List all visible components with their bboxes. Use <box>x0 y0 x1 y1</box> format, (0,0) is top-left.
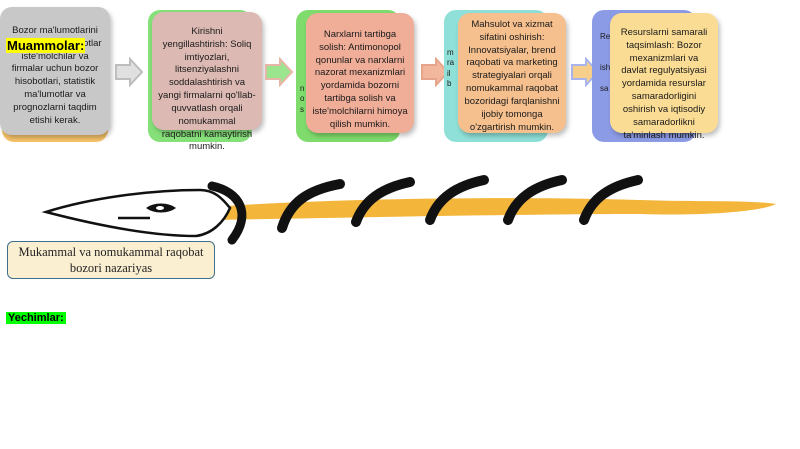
card-4-text: Mahsulot va xizmat sifatini oshirish: In… <box>464 19 560 133</box>
card-5-text: Resurslarni samarali taqsimlash: Bozor m… <box>620 27 708 141</box>
card-2: Kirishni yengillashtirish: Soliq imtiyoz… <box>152 12 262 152</box>
theory-box: Mukammal va nomukammal raqobat bozori na… <box>7 241 215 279</box>
card-1: Bozor ma'lumotlarini to'plash va tashkil… <box>0 7 110 135</box>
arrow-1 <box>115 57 144 87</box>
card-5: Resurslarni samarali taqsimlash: Bozor m… <box>610 13 718 141</box>
fish-spine <box>200 198 776 220</box>
card-3: Narxlarni tartibga solish: Antimonopol q… <box>306 13 414 133</box>
card-2-text: Kirishni yengillashtirish: Soliq imtiyoz… <box>158 26 256 153</box>
fish-eye-highlight <box>156 206 164 210</box>
fish-rib-1 <box>277 179 345 233</box>
fish-rib-2 <box>351 177 415 227</box>
fish-gill <box>207 181 247 245</box>
solutions-label: Yechimlar: <box>6 312 66 324</box>
fish-head <box>41 188 232 238</box>
fish-rib-4 <box>503 175 567 225</box>
fish-rib-3 <box>425 175 489 225</box>
card-5-back-peek: Re ish sa <box>600 32 611 93</box>
problems-label: Muammolar: <box>6 38 86 53</box>
card-4-back-peek: m ra il b <box>447 48 455 89</box>
card-3-text: Narxlarni tartibga solish: Antimonopol q… <box>312 29 408 130</box>
fish-skeleton <box>41 175 776 245</box>
arrow-3 <box>421 57 450 87</box>
card-4: Mahsulot va xizmat sifatini oshirish: In… <box>458 13 566 133</box>
theory-box-text: Mukammal va nomukammal raqobat bozori na… <box>18 244 204 275</box>
card-3-back-peek: n o s <box>300 84 305 114</box>
fish-rib-5 <box>579 175 643 225</box>
arrow-2 <box>265 57 294 87</box>
